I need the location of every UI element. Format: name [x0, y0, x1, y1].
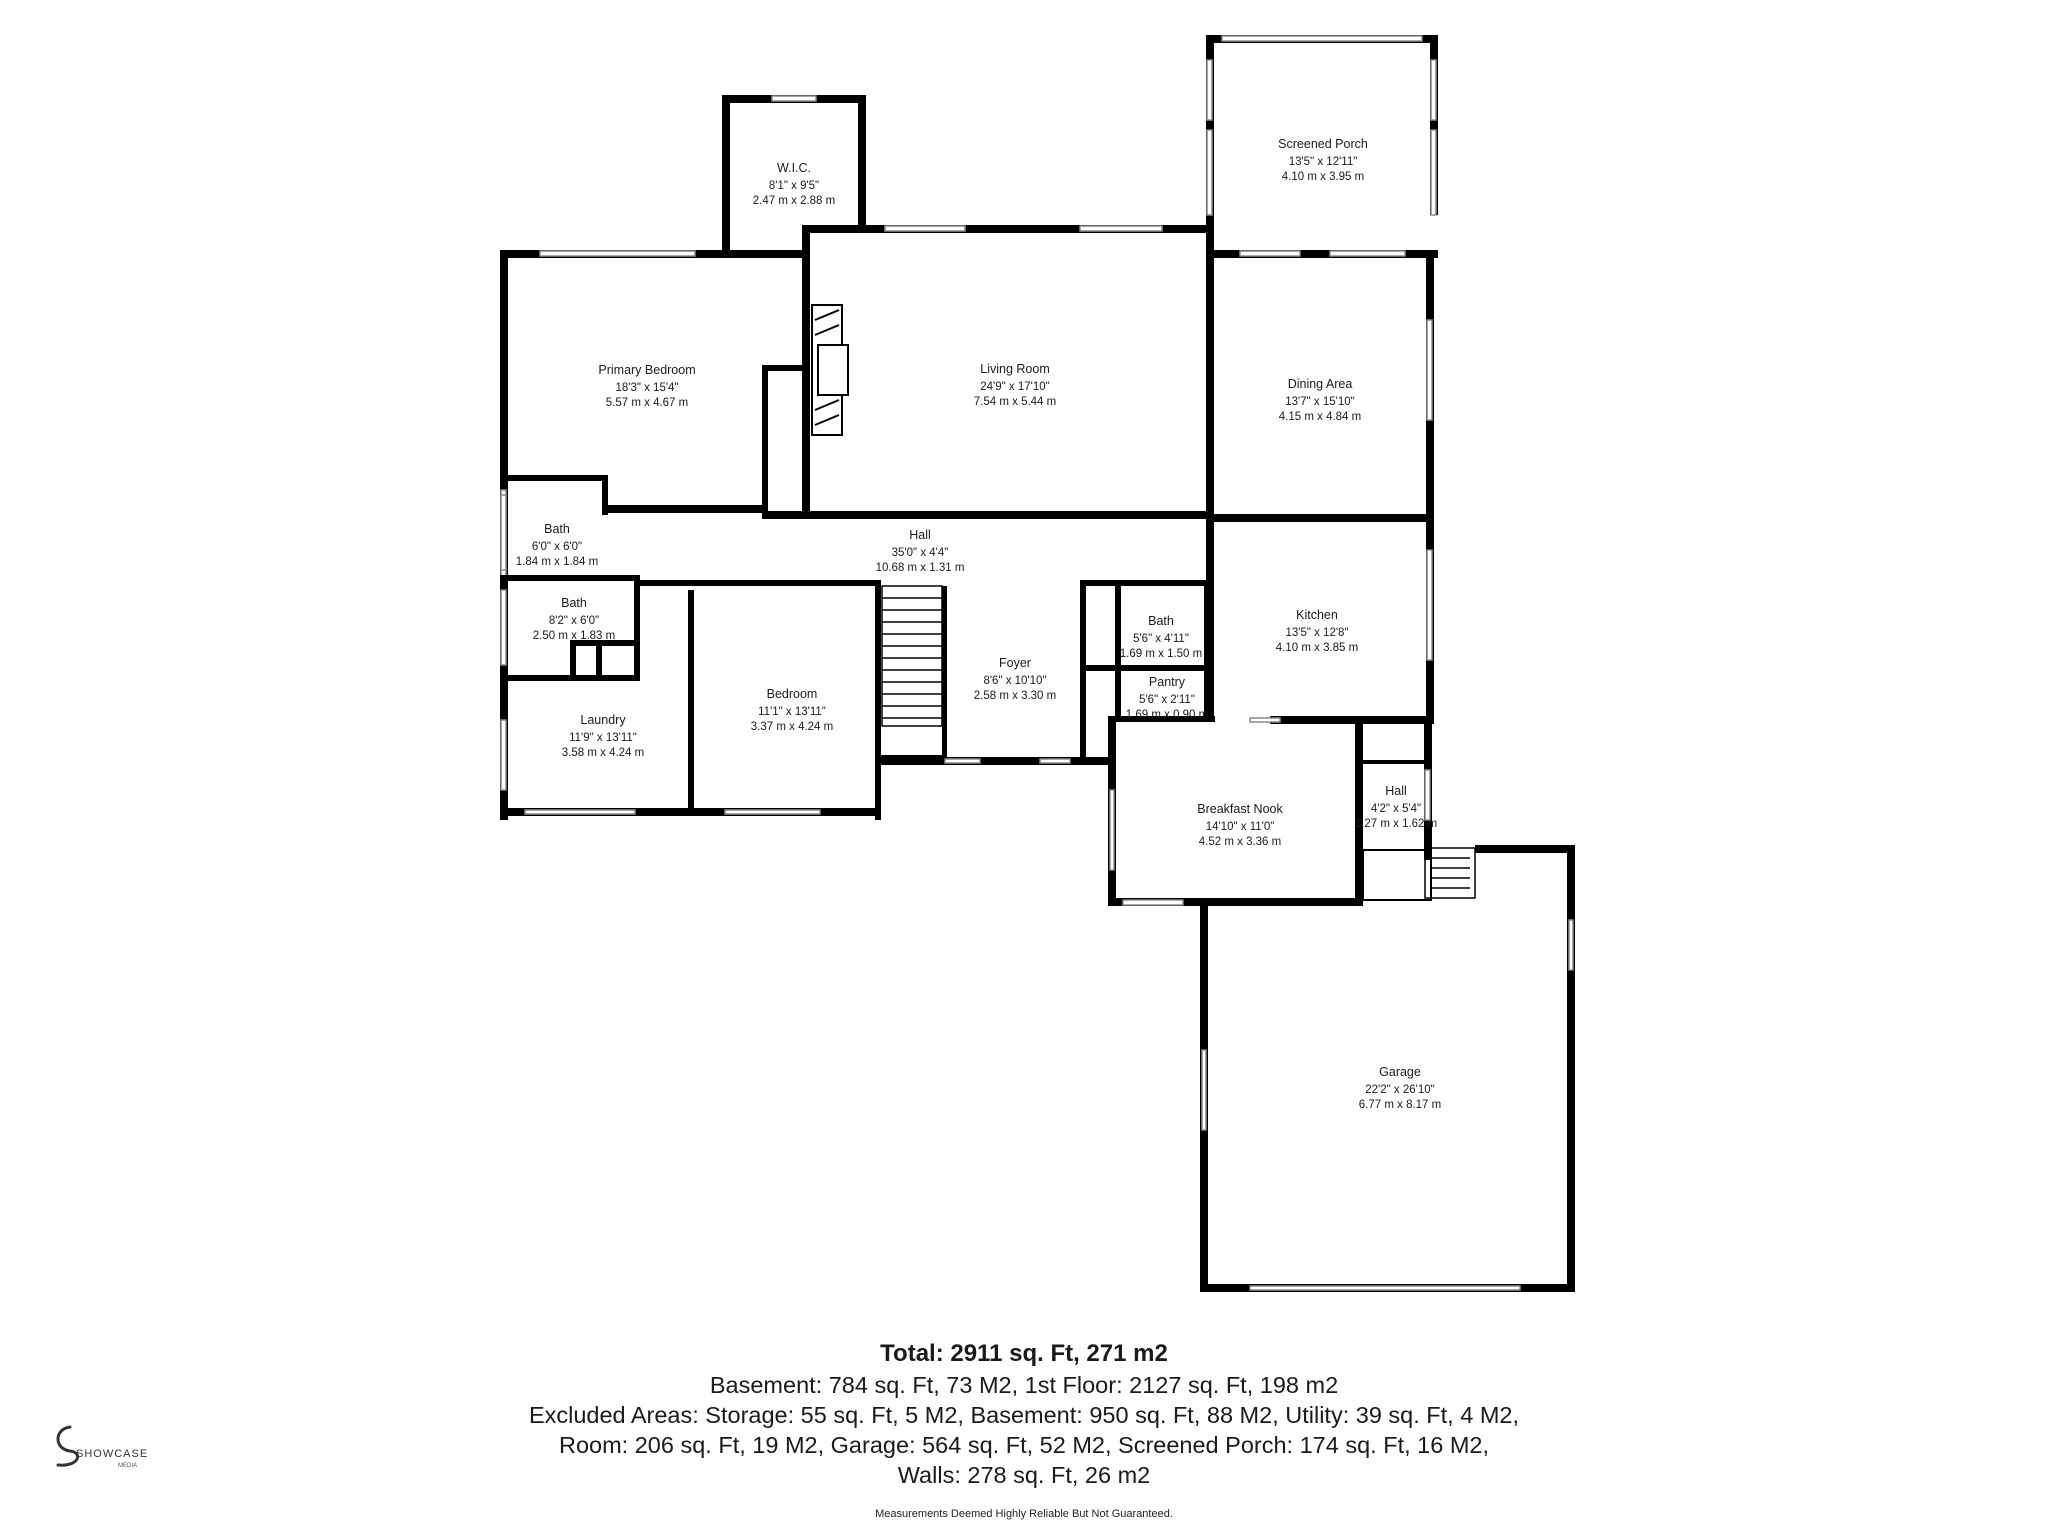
svg-text:1.69 m x 1.50 m: 1.69 m x 1.50 m [1120, 648, 1202, 660]
svg-text:4.10 m x 3.95 m: 4.10 m x 3.95 m [1282, 171, 1364, 183]
svg-text:35'0" x 4'4": 35'0" x 4'4" [892, 547, 949, 559]
svg-text:4.15 m x 4.84 m: 4.15 m x 4.84 m [1279, 411, 1361, 423]
room-breakfast-nook: Breakfast Nook 14'10" x 11'0" 4.52 m x 3.3… [1197, 802, 1283, 848]
svg-text:24'9" x 17'10": 24'9" x 17'10" [980, 381, 1049, 393]
svg-text:Bath: Bath [1148, 614, 1174, 628]
svg-text:Breakfast Nook: Breakfast Nook [1197, 802, 1283, 816]
svg-text:Living Room: Living Room [980, 362, 1049, 376]
svg-text:Garage: Garage [1379, 1065, 1421, 1079]
svg-text:W.I.C.: W.I.C. [777, 161, 811, 175]
svg-text:18'3" x 15'4": 18'3" x 15'4" [615, 382, 678, 394]
room-labels: W.I.C. 8'1" x 9'5" 2.47 m x 2.88 m Screene… [516, 137, 1441, 1111]
room-hall-2: Hall 4'2" x 5'4" 1.27 m x 1.62 m [1355, 784, 1437, 830]
room-bath-1: Bath 6'0" x 6'0" 1.84 m x 1.84 m [516, 522, 598, 568]
svg-text:13'7" x 15'10": 13'7" x 15'10" [1285, 396, 1354, 408]
showcase-media-logo: SHOWCASE MEDIA [56, 1425, 148, 1469]
svg-text:Pantry: Pantry [1149, 675, 1186, 689]
svg-text:5.57 m x 4.67 m: 5.57 m x 4.67 m [606, 397, 688, 409]
svg-text:3.58 m x 4.24 m: 3.58 m x 4.24 m [562, 747, 644, 759]
room-hall: Hall 35'0" x 4'4" 10.68 m x 1.31 m [876, 528, 965, 574]
area-line-3: Room: 206 sq. Ft, 19 M2, Garage: 564 sq.… [558, 1432, 1490, 1458]
svg-text:SHOWCASE: SHOWCASE [76, 1448, 148, 1460]
svg-text:1.84 m x 1.84 m: 1.84 m x 1.84 m [516, 556, 598, 568]
garage-steps [1424, 847, 1476, 899]
svg-text:1.27 m x 1.62 m: 1.27 m x 1.62 m [1355, 818, 1437, 830]
room-dining-area: Dining Area 13'7" x 15'10" 4.15 m x 4.84 m [1279, 377, 1361, 423]
svg-text:Bedroom: Bedroom [767, 687, 818, 701]
svg-text:5'6" x 2'11": 5'6" x 2'11" [1139, 694, 1195, 706]
svg-text:Kitchen: Kitchen [1296, 608, 1338, 622]
svg-text:MEDIA: MEDIA [118, 1463, 137, 1469]
svg-text:11'9" x 13'11": 11'9" x 13'11" [569, 732, 637, 744]
svg-text:Hall: Hall [1385, 784, 1407, 798]
room-bedroom: Bedroom 11'1" x 13'11" 3.37 m x 4.24 m [751, 687, 833, 733]
svg-text:8'6" x 10'10": 8'6" x 10'10" [983, 675, 1046, 687]
svg-text:11'1" x 13'11": 11'1" x 13'11" [758, 706, 826, 718]
svg-text:4.52 m x 3.36 m: 4.52 m x 3.36 m [1199, 836, 1281, 848]
svg-text:1.69 m x 0.90 m: 1.69 m x 0.90 m [1126, 709, 1208, 721]
svg-text:8'1" x 9'5": 8'1" x 9'5" [769, 180, 819, 192]
svg-text:Dining Area: Dining Area [1288, 377, 1353, 391]
svg-text:6'0" x 6'0": 6'0" x 6'0" [532, 541, 582, 553]
room-kitchen: Kitchen 13'5" x 12'8" 4.10 m x 3.85 m [1276, 608, 1358, 654]
svg-text:Screened Porch: Screened Porch [1278, 137, 1368, 151]
svg-text:3.37 m x 4.24 m: 3.37 m x 4.24 m [751, 721, 833, 733]
svg-text:8'2" x 6'0": 8'2" x 6'0" [549, 615, 599, 627]
room-foyer: Foyer 8'6" x 10'10" 2.58 m x 3.30 m [974, 656, 1056, 702]
svg-text:2.58 m x 3.30 m: 2.58 m x 3.30 m [974, 690, 1056, 702]
svg-text:10.68 m x 1.31 m: 10.68 m x 1.31 m [876, 562, 965, 574]
svg-text:2.50 m x 1.83 m: 2.50 m x 1.83 m [533, 630, 615, 642]
svg-text:5'6" x 4'11": 5'6" x 4'11" [1133, 633, 1189, 645]
area-line-4: Walls: 278 sq. Ft, 26 m2 [897, 1462, 1151, 1488]
room-primary-bedroom: Primary Bedroom 18'3" x 15'4" 5.57 m x 4.6… [598, 363, 695, 409]
stairs [881, 585, 943, 727]
svg-text:Primary Bedroom: Primary Bedroom [598, 363, 695, 377]
svg-text:22'2" x 26'10": 22'2" x 26'10" [1365, 1084, 1434, 1096]
disclaimer: Measurements Deemed Highly Reliable But … [875, 1508, 1173, 1520]
room-screened-porch: Screened Porch 13'5" x 12'11" 4.10 m x 3.9… [1278, 137, 1368, 183]
svg-text:6.77 m x 8.17 m: 6.77 m x 8.17 m [1359, 1099, 1441, 1111]
area-line-2: Excluded Areas: Storage: 55 sq. Ft, 5 M2… [528, 1402, 1520, 1428]
area-line-1: Basement: 784 sq. Ft, 73 M2, 1st Floor: … [709, 1372, 1339, 1398]
room-living-room: Living Room 24'9" x 17'10" 7.54 m x 5.44 m [974, 362, 1056, 408]
svg-text:2.47 m x 2.88 m: 2.47 m x 2.88 m [753, 195, 835, 207]
svg-text:7.54 m x 5.44 m: 7.54 m x 5.44 m [974, 396, 1056, 408]
svg-text:4'2" x 5'4": 4'2" x 5'4" [1371, 803, 1421, 815]
area-breakdown: Basement: 784 sq. Ft, 73 M2, 1st Floor: … [0, 1370, 2048, 1490]
room-garage: Garage 22'2" x 26'10" 6.77 m x 8.17 m [1359, 1065, 1441, 1111]
svg-text:Bath: Bath [561, 596, 587, 610]
total-area: Total: 2911 sq. Ft, 271 m2 [880, 1340, 1168, 1367]
svg-text:Hall: Hall [909, 528, 931, 542]
svg-text:13'5" x 12'11": 13'5" x 12'11" [1289, 156, 1358, 168]
svg-text:Laundry: Laundry [580, 713, 626, 727]
room-wic: W.I.C. 8'1" x 9'5" 2.47 m x 2.88 m [753, 161, 835, 207]
svg-text:Bath: Bath [544, 522, 570, 536]
svg-text:4.10 m x 3.85 m: 4.10 m x 3.85 m [1276, 642, 1358, 654]
room-bath-3: Bath 5'6" x 4'11" 1.69 m x 1.50 m [1120, 614, 1202, 660]
walls [500, 35, 1575, 1292]
svg-text:Foyer: Foyer [999, 656, 1031, 670]
svg-text:13'5" x 12'8": 13'5" x 12'8" [1285, 627, 1348, 639]
svg-text:14'10" x 11'0": 14'10" x 11'0" [1206, 821, 1275, 833]
room-pantry: Pantry 5'6" x 2'11" 1.69 m x 0.90 m [1126, 675, 1208, 721]
room-laundry: Laundry 11'9" x 13'11" 3.58 m x 4.24 m [562, 713, 644, 759]
room-bath-2: Bath 8'2" x 6'0" 2.50 m x 1.83 m [533, 596, 615, 642]
